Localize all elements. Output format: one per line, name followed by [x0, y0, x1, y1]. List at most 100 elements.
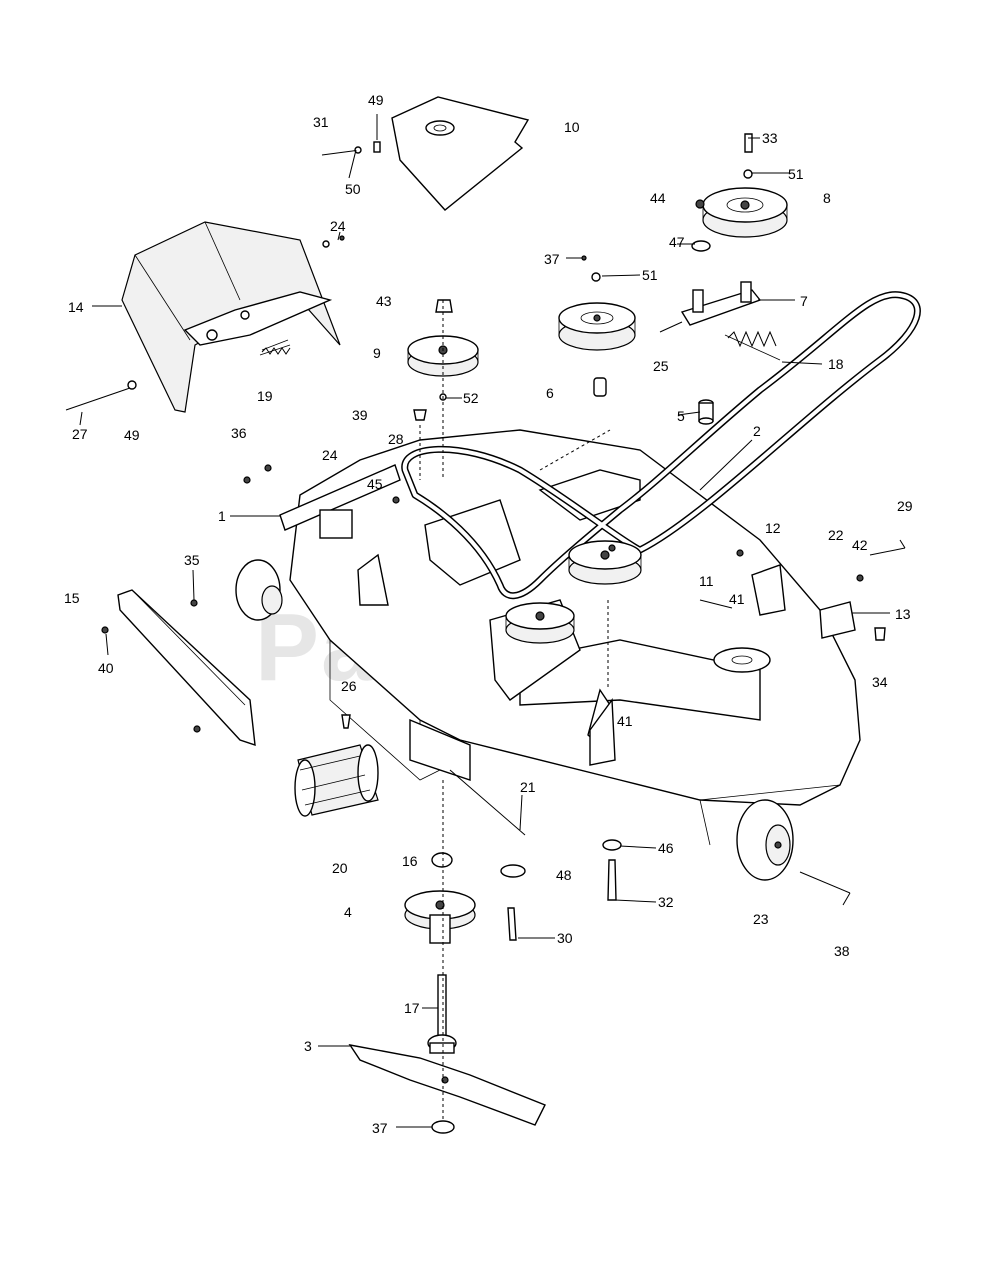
callout-6: 6	[546, 385, 554, 401]
idler-arm	[659, 281, 762, 333]
bolt-29	[869, 547, 906, 556]
callout-16: 16	[402, 853, 418, 869]
nut-43	[435, 299, 453, 313]
callout-2: 2	[753, 423, 761, 439]
bracket-41-lower	[589, 697, 616, 766]
spindle-housing-4	[404, 890, 476, 944]
nut-42	[856, 574, 864, 582]
washer-51-top	[743, 169, 753, 179]
callout-49-top: 49	[368, 92, 384, 108]
alignment-lines	[419, 300, 611, 1120]
callout-44: 44	[650, 190, 666, 206]
callout-45: 45	[367, 476, 383, 492]
callout-17: 17	[404, 1000, 420, 1016]
spacer-6	[593, 377, 607, 397]
callout-3: 3	[304, 1038, 312, 1054]
callout-27: 27	[72, 426, 88, 442]
bearing-16	[431, 852, 453, 868]
bolt-36	[243, 476, 251, 484]
bolt-39	[413, 409, 427, 421]
callout-23: 23	[753, 911, 769, 927]
discharge-chute	[121, 221, 341, 413]
callout-8: 8	[823, 190, 831, 206]
belt-cover-shield	[391, 96, 530, 211]
callout-26: 26	[341, 678, 357, 694]
callout-21: 21	[520, 779, 536, 795]
bracket-13	[819, 601, 856, 639]
shield-bolt-assembly	[321, 141, 381, 156]
callout-7: 7	[800, 293, 808, 309]
deck-pulley-center	[505, 602, 575, 644]
idler-pulley-25	[558, 302, 636, 351]
callout-10: 10	[564, 119, 580, 135]
callout-9: 9	[373, 345, 381, 361]
brace-15	[117, 589, 256, 747]
leader-lines	[79, 114, 906, 1128]
bracket-41-right	[751, 564, 786, 616]
bolt-33	[744, 133, 753, 153]
chute-long-bolt	[65, 387, 131, 411]
washer-51-mid	[591, 272, 601, 282]
nut-40	[101, 626, 109, 634]
callout-25: 25	[653, 358, 669, 374]
callout-29: 29	[897, 498, 913, 514]
callout-49-left: 49	[124, 427, 140, 443]
callout-14: 14	[68, 299, 84, 315]
callout-36: 36	[231, 425, 247, 441]
nut-15-low	[193, 725, 201, 733]
anti-scalp-wheel-left	[235, 559, 283, 621]
callout-18: 18	[828, 356, 844, 372]
tension-spring	[724, 330, 781, 361]
parts-artwork	[65, 96, 921, 1134]
bolt-38	[799, 871, 851, 894]
bushing-5	[698, 399, 714, 425]
callout-1: 1	[218, 508, 226, 524]
nut-pulley	[608, 544, 616, 552]
washer-48	[500, 864, 526, 878]
callout-19: 19	[257, 388, 273, 404]
washer-37-bottom	[431, 1120, 455, 1134]
callout-28: 28	[388, 431, 404, 447]
pin-30	[507, 907, 517, 941]
callout-32: 32	[658, 894, 674, 910]
callout-11: 11	[699, 573, 714, 589]
spindle-shaft-17	[427, 974, 457, 1054]
chute-nut	[322, 240, 330, 248]
nut-44	[695, 199, 705, 209]
callout-labels: 1 2 3 4 5 6 7 8 9 10 11 12 13 14 15 16 1…	[64, 92, 913, 1136]
callout-47: 47	[669, 234, 685, 250]
bolt-26	[341, 714, 351, 729]
front-bracket-1	[279, 464, 401, 531]
front-tube	[409, 718, 471, 781]
nut-22	[736, 549, 744, 557]
pin-24-top	[339, 235, 345, 241]
callout-42: 42	[852, 537, 868, 553]
callout-51-mid: 51	[642, 267, 658, 283]
callout-15: 15	[64, 590, 80, 606]
deck-gusset	[357, 553, 389, 606]
callout-48: 48	[556, 867, 572, 883]
callout-43: 43	[376, 293, 392, 309]
callout-46: 46	[658, 840, 674, 856]
callout-51-top: 51	[788, 166, 804, 182]
bolt-32	[607, 859, 617, 901]
washer-47	[691, 240, 711, 252]
washer-46	[602, 839, 622, 851]
callout-41-lower: 41	[617, 713, 633, 729]
deck-pulley-right	[568, 540, 642, 585]
chute-washer	[127, 380, 137, 390]
callout-37-top: 37	[544, 251, 560, 267]
callout-34: 34	[872, 674, 888, 690]
callout-52: 52	[463, 390, 479, 406]
callout-37-bottom: 37	[372, 1120, 388, 1136]
callout-40: 40	[98, 660, 114, 676]
callout-12: 12	[765, 520, 781, 536]
callout-39: 39	[352, 407, 368, 423]
idler-pulley-8	[702, 187, 788, 238]
axle-rod-21	[449, 769, 526, 836]
callout-24-deck: 24	[322, 447, 338, 463]
callout-33: 33	[762, 130, 778, 146]
callout-50: 50	[345, 181, 361, 197]
bolt-36b	[264, 464, 272, 472]
